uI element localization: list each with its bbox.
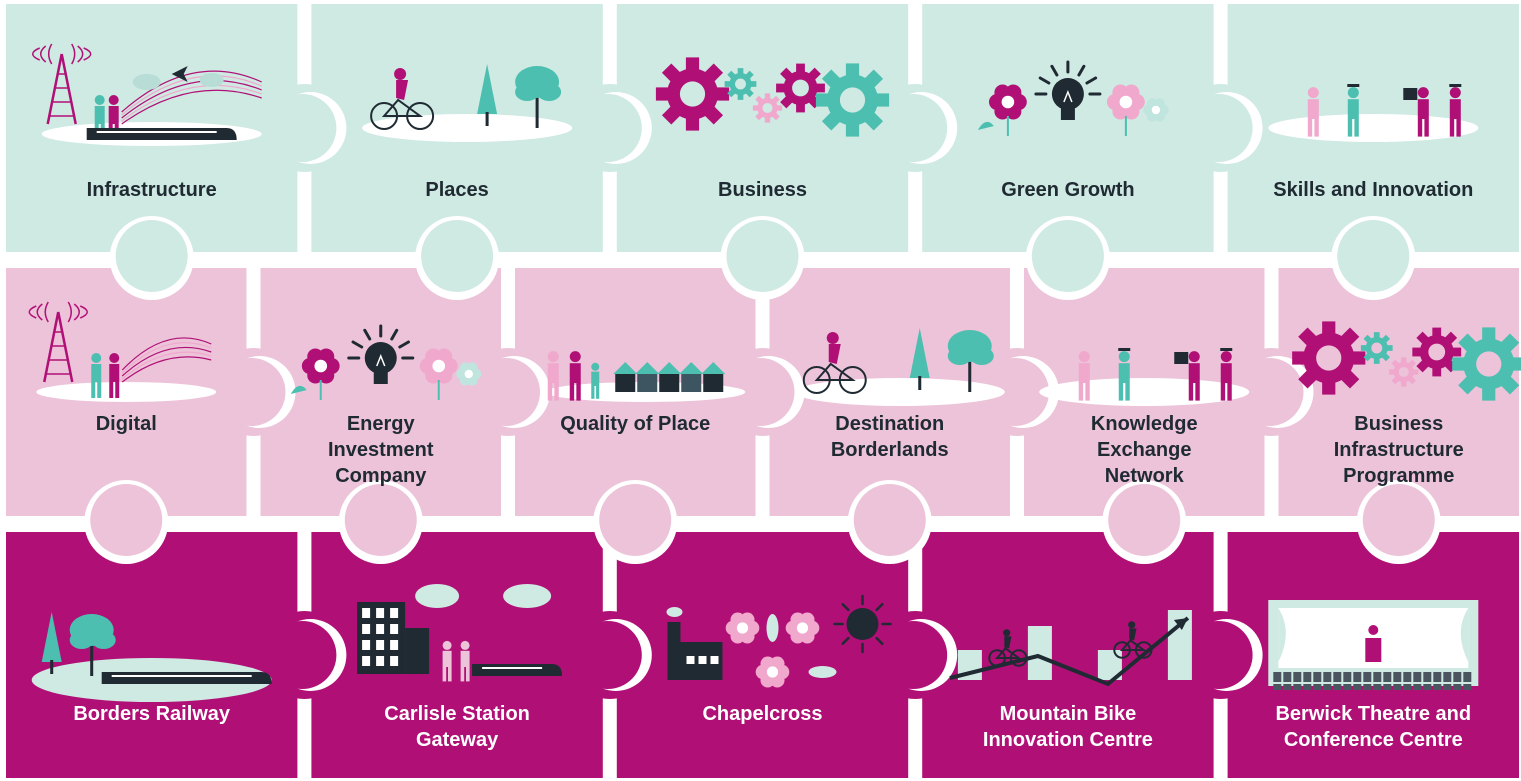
side-connector-tab xyxy=(268,621,337,689)
side-connector-tab xyxy=(879,94,948,162)
station-building-icon xyxy=(357,584,563,682)
people-graduates-icon xyxy=(1039,348,1250,406)
tile-label: Infrastructure xyxy=(87,179,217,201)
tile-label: Quality of Place xyxy=(560,413,710,435)
tile-label: Mountain Bike xyxy=(1000,703,1137,725)
tile-label: Borderlands xyxy=(831,439,949,461)
people-graduates-icon xyxy=(1268,84,1479,142)
puzzle-tile xyxy=(616,4,909,252)
tile-background xyxy=(260,268,501,516)
tile-background xyxy=(922,4,1214,252)
tile-background xyxy=(616,532,909,778)
tile-label: Infrastructure xyxy=(1334,439,1464,461)
tile-label: Carlisle Station xyxy=(384,703,530,725)
lightbulb-flowers-icon xyxy=(290,324,482,400)
bottom-connector-tab xyxy=(115,220,188,292)
side-connector-tab xyxy=(268,94,337,162)
tile-label: Investment xyxy=(328,439,434,461)
train-trees-icon xyxy=(31,612,272,702)
lightbulb-flowers-icon xyxy=(977,60,1169,136)
puzzle-tile xyxy=(616,532,909,778)
bike-growth-chart-icon xyxy=(949,610,1192,687)
bottom-connector-tab xyxy=(344,484,417,556)
bottom-connector-tab xyxy=(421,220,494,292)
bottom-connector-tab xyxy=(1031,220,1104,292)
side-connector-tab xyxy=(573,94,642,162)
side-connector-tab xyxy=(981,358,1049,426)
tile-label: Business xyxy=(718,179,807,201)
family-houses-icon xyxy=(545,351,746,402)
icons-layer xyxy=(28,43,1521,702)
side-connector-tab xyxy=(217,358,286,426)
tile-label: Company xyxy=(335,465,427,487)
tile-label: Destination xyxy=(835,413,944,435)
tile-label: Berwick Theatre and xyxy=(1275,703,1471,725)
bottom-connector-tab xyxy=(1337,220,1410,292)
bottom-connector-tab xyxy=(1108,484,1181,556)
tile-label: Borders Railway xyxy=(73,703,231,725)
puzzle-tile xyxy=(1278,268,1519,516)
tile-label: Network xyxy=(1105,465,1185,487)
tile-background xyxy=(616,4,909,252)
tile-label: Places xyxy=(425,179,488,201)
side-connector-tab xyxy=(573,621,642,689)
puzzle-tile xyxy=(922,4,1214,252)
tile-label: Knowledge xyxy=(1091,413,1198,435)
tile-label: Chapelcross xyxy=(702,703,822,725)
connector-knobs-layer xyxy=(84,84,1441,699)
tile-label: Energy xyxy=(347,413,416,435)
side-connector-tab xyxy=(1184,621,1253,689)
tile-label: Exchange xyxy=(1097,439,1191,461)
side-connector-tab xyxy=(1235,358,1304,426)
tile-label: Green Growth xyxy=(1001,179,1134,201)
side-connector-tab xyxy=(1184,94,1253,162)
bottom-connector-tab xyxy=(1362,484,1435,556)
bottom-connector-tab xyxy=(726,220,799,292)
tile-background xyxy=(1278,268,1519,516)
tile-label: Business xyxy=(1354,413,1443,435)
infrastructure-icon xyxy=(31,43,262,146)
gears-icon xyxy=(655,57,890,137)
tile-label: Conference Centre xyxy=(1284,729,1463,751)
side-connector-tab xyxy=(726,358,795,426)
bottom-connector-tab xyxy=(90,484,163,556)
cyclist-trees-icon xyxy=(794,328,1005,406)
radio-mast-people-icon xyxy=(28,301,217,402)
tile-label: Skills and Innovation xyxy=(1273,179,1473,201)
tile-label: Innovation Centre xyxy=(983,729,1153,751)
factory-flowers-sun-icon xyxy=(666,594,892,688)
tile-label: Gateway xyxy=(416,729,499,751)
bottom-connector-tab xyxy=(599,484,672,556)
puzzle-tile xyxy=(260,268,501,516)
tile-label: Programme xyxy=(1343,465,1454,487)
side-connector-tab xyxy=(879,621,948,689)
cyclist-trees-icon xyxy=(362,64,573,142)
side-connector-tab xyxy=(472,358,540,426)
theatre-stage-icon xyxy=(1268,600,1479,690)
bottom-connector-tab xyxy=(853,484,926,556)
tile-label: Digital xyxy=(96,413,157,435)
